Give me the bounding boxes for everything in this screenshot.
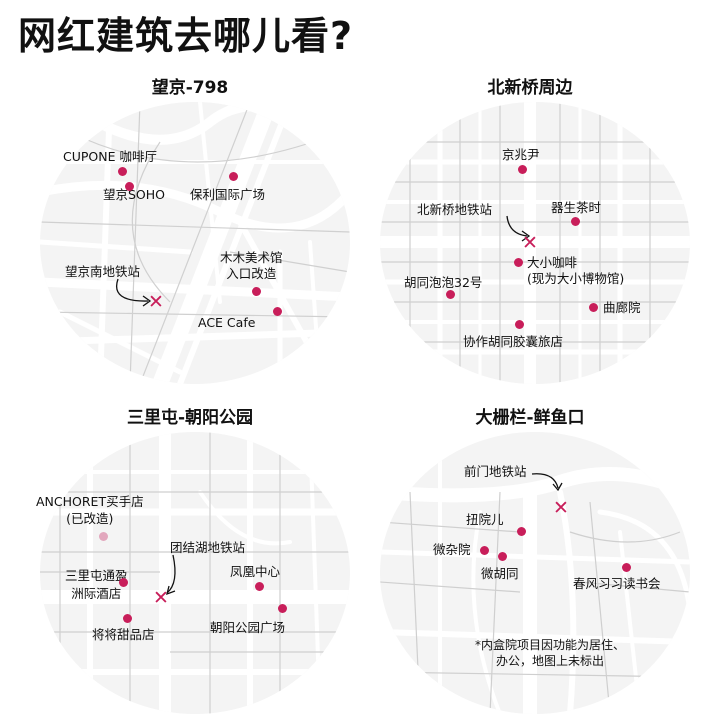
arrow-icon: [166, 554, 176, 596]
label-anchoret: ANCHORET买手店(已改造): [36, 494, 144, 526]
label-tuanjiehu-station: 团结湖地铁站: [170, 540, 246, 555]
poi-marker[interactable]: [589, 303, 598, 312]
street-network: [40, 432, 350, 714]
poi-marker[interactable]: [517, 527, 526, 536]
label-cupone: CUPONE 咖啡厅: [63, 149, 157, 164]
x-mark-icon[interactable]: ✕: [553, 497, 569, 519]
map-sanlitun[interactable]: [40, 432, 350, 714]
poi-marker[interactable]: [99, 532, 108, 541]
label-daxiao-coffee: 大小咖啡(现为大小博物馆): [527, 255, 625, 286]
label-weihutong: 微胡同: [481, 566, 519, 581]
arrow-icon: [116, 278, 152, 307]
poi-marker[interactable]: [252, 287, 261, 296]
poi-marker[interactable]: [498, 552, 507, 561]
poi-marker[interactable]: [278, 604, 287, 613]
poi-marker[interactable]: [119, 578, 128, 587]
x-mark-icon[interactable]: ✕: [148, 291, 164, 313]
street-network: [40, 102, 350, 384]
label-chunfeng-bookstore: 春风习习读书会: [573, 576, 661, 591]
label-wangjing-south-station: 望京南地铁站: [65, 264, 141, 279]
label-niuyuaner: 扭院儿: [466, 512, 504, 527]
poi-marker[interactable]: [118, 167, 127, 176]
label-qulang-courtyard: 曲廊院: [603, 300, 641, 315]
poi-marker[interactable]: [125, 182, 134, 191]
label-weizayuan: 微杂院: [433, 542, 471, 557]
label-ace-cafe: ACE Cafe: [198, 315, 256, 330]
poi-marker[interactable]: [518, 165, 527, 174]
poi-marker[interactable]: [571, 217, 580, 226]
x-mark-icon[interactable]: ✕: [153, 587, 169, 609]
arrow-icon: [506, 215, 531, 242]
label-jingzhaoyin: 京兆尹: [502, 147, 540, 162]
label-wangjing-soho: 望京SOHO: [103, 187, 166, 202]
x-mark-icon[interactable]: ✕: [522, 232, 538, 254]
poi-marker[interactable]: [480, 546, 489, 555]
poi-marker[interactable]: [123, 614, 132, 623]
label-beixinqiao-station: 北新桥地铁站: [417, 202, 493, 217]
map-title-sanlitun: 三里屯-朝阳公园: [126, 408, 254, 428]
label-chaoyang-park-plaza: 朝阳公园广场: [210, 620, 286, 635]
label-hutong-bubble: 胡同泡泡32号: [404, 275, 483, 290]
label-poly-plaza: 保利国际广场: [190, 187, 266, 202]
label-mumu-museum: 木木美术馆入口改造: [220, 250, 283, 281]
map-wangjing[interactable]: [40, 102, 350, 384]
poi-marker[interactable]: [255, 582, 264, 591]
street-network: [380, 432, 690, 714]
label-qianmen-station: 前门地铁站: [464, 464, 527, 479]
label-xiezuo-capsule: 协作胡同胶囊旅店: [463, 334, 564, 349]
label-qisheng-tea: 器生茶时: [551, 200, 602, 215]
map-dashilan[interactable]: [380, 432, 690, 714]
map-beixinqiao[interactable]: [380, 102, 690, 384]
poi-marker[interactable]: [446, 290, 455, 299]
arrow-icon: [531, 473, 563, 492]
map-title-wangjing: 望京-798: [151, 78, 229, 98]
footnote: *内盒院项目因功能为居住、办公，地图上未标出: [474, 638, 625, 668]
label-intercontinental: 三里屯通盈洲际酒店: [65, 568, 128, 601]
poi-marker[interactable]: [515, 320, 524, 329]
label-phoenix-center: 凤凰中心: [230, 564, 281, 579]
label-jiangjiang-dessert: 将将甜品店: [92, 627, 155, 642]
poi-marker[interactable]: [622, 563, 631, 572]
poi-marker[interactable]: [229, 172, 238, 181]
page-title: 网红建筑去哪儿看?: [18, 14, 354, 58]
poi-marker[interactable]: [273, 307, 282, 316]
map-title-dashilan: 大栅栏-鲜鱼口: [475, 408, 585, 428]
map-title-beixinqiao: 北新桥周边: [487, 78, 573, 98]
poi-marker[interactable]: [514, 258, 523, 267]
street-network: [380, 102, 690, 384]
